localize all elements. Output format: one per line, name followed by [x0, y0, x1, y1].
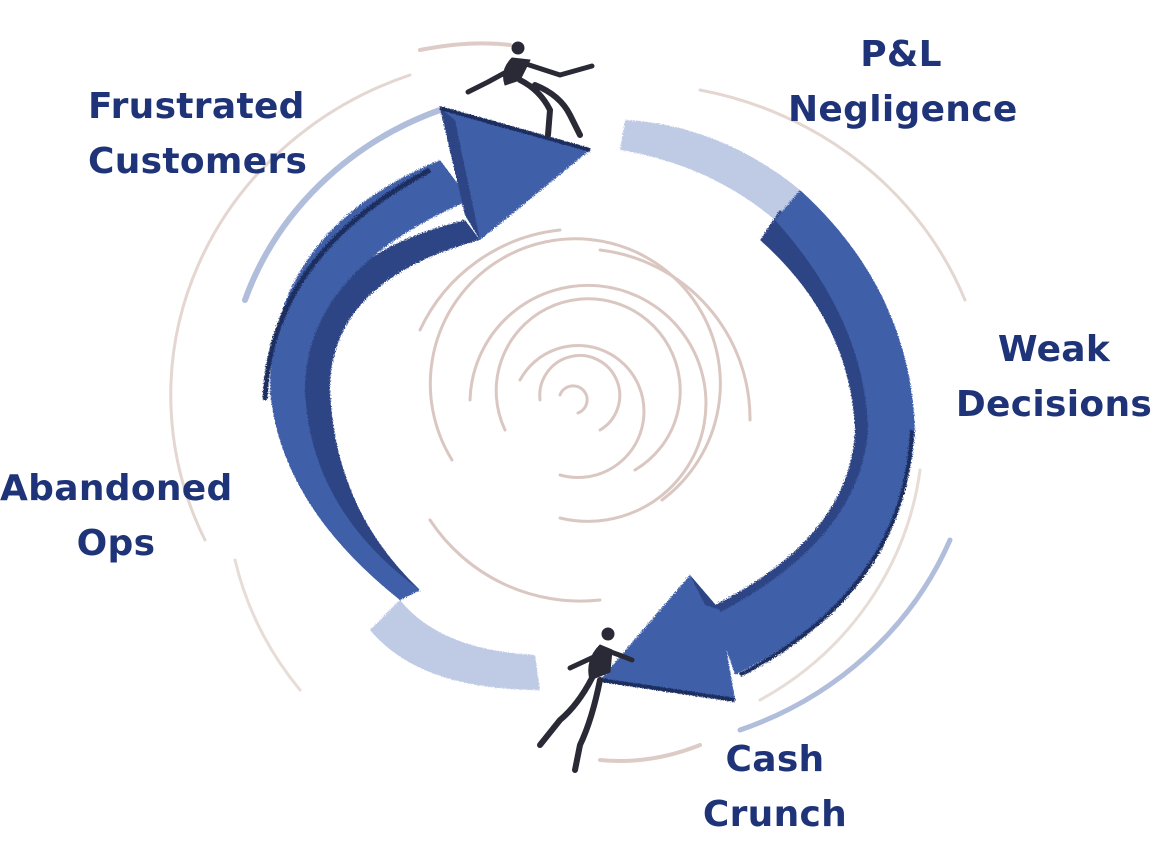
- label-frustrated-customers: Frustrated Customers: [88, 79, 308, 189]
- label-line: P&L: [860, 34, 942, 75]
- person-pushing-arrow-icon: [465, 41, 595, 138]
- label-line: Weak: [997, 329, 1111, 370]
- label-line: Cash: [725, 739, 825, 780]
- label-line: Abandoned: [0, 468, 233, 509]
- label-line: Ops: [76, 523, 156, 564]
- outer-sketch-rings: [169, 41, 967, 763]
- label-cash-crunch: Cash Crunch: [700, 732, 850, 842]
- label-line: Decisions: [955, 384, 1153, 425]
- label-pl-negligence: P&L Negligence: [788, 27, 1018, 137]
- label-line: Customers: [88, 141, 308, 182]
- label-abandoned-ops: Abandoned Ops: [0, 461, 232, 571]
- label-line: Crunch: [702, 794, 848, 835]
- label-weak-decisions: Weak Decisions: [955, 322, 1153, 432]
- label-line: Negligence: [788, 89, 1018, 130]
- left-cycle-arrow: [262, 106, 591, 690]
- label-line: Frustrated: [88, 86, 305, 127]
- person-pushing-arrow-icon: [537, 627, 635, 773]
- swirl-background: [418, 228, 752, 603]
- right-cycle-arrow: [599, 120, 915, 702]
